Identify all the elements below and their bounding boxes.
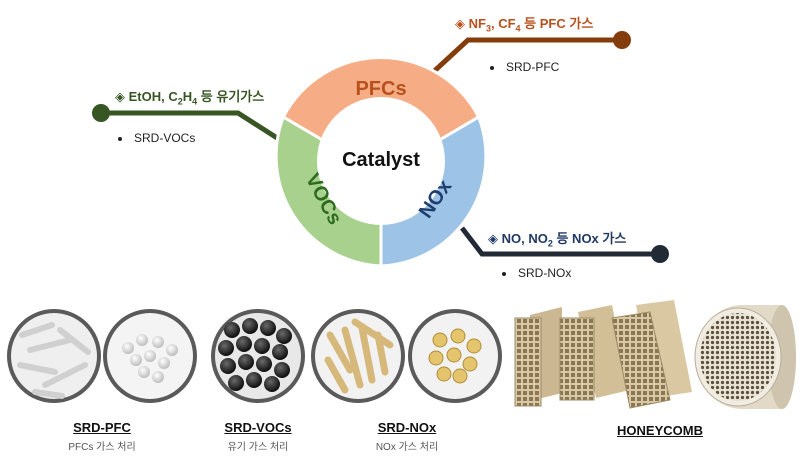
photo-srd-vocs-black-spheres <box>211 309 305 403</box>
catalyst-donut <box>274 56 488 268</box>
pfc-callout-item: SRD-PFC <box>490 60 559 74</box>
nox-callout-line <box>460 226 669 263</box>
vocs-callout-line <box>92 104 287 146</box>
photo-honeycomb-blocks <box>514 300 692 409</box>
product-label-srd-vocs: SRD-VOCs 유기 가스 처리 <box>188 420 328 453</box>
photo-srd-pfc-spheres <box>103 309 197 403</box>
product-name: HONEYCOMB <box>617 423 703 438</box>
product-name: SRD-NOx <box>377 420 437 435</box>
vocs-callout-item: SRD-VOCs <box>118 131 195 145</box>
center-label: Catalyst <box>342 149 420 171</box>
pfc-callout-title: ◈ NF3, CF4 등 PFC 가스 <box>455 16 594 34</box>
vocs-callout-title: ◈ EtOH, C2H4 등 유기가스 <box>115 89 265 107</box>
product-desc: NOx 가스 처리 <box>375 442 439 453</box>
product-name: SRD-PFC <box>73 420 131 435</box>
product-label-srd-pfc: SRD-PFC PFCs 가스 처리 <box>32 420 172 453</box>
photo-honeycomb-cylinder <box>694 305 796 409</box>
photo-srd-nox-pellets <box>311 309 405 403</box>
pfc-callout-line <box>428 31 631 77</box>
product-label-srd-nox: SRD-NOx NOx 가스 처리 <box>337 420 477 453</box>
product-name: SRD-VOCs <box>224 420 292 435</box>
bullet-icon <box>502 271 506 276</box>
segment-label-pfcs: PFCs <box>355 78 407 100</box>
diamond-icon: ◈ <box>115 89 125 104</box>
bullet-icon <box>118 136 122 141</box>
nox-callout-title: ◈ NO, NO2 등 NOx 가스 <box>488 231 627 249</box>
diamond-icon: ◈ <box>488 231 498 246</box>
bullet-icon <box>490 65 494 70</box>
diamond-icon: ◈ <box>455 16 465 31</box>
photo-srd-nox-rings <box>408 309 502 403</box>
product-label-honeycomb: HONEYCOMB <box>590 423 730 438</box>
photo-srd-pfc-extrudates <box>7 309 101 403</box>
nox-callout-item: SRD-NOx <box>502 266 571 280</box>
product-desc: 유기 가스 처리 <box>227 442 289 453</box>
product-desc: PFCs 가스 처리 <box>68 442 136 453</box>
